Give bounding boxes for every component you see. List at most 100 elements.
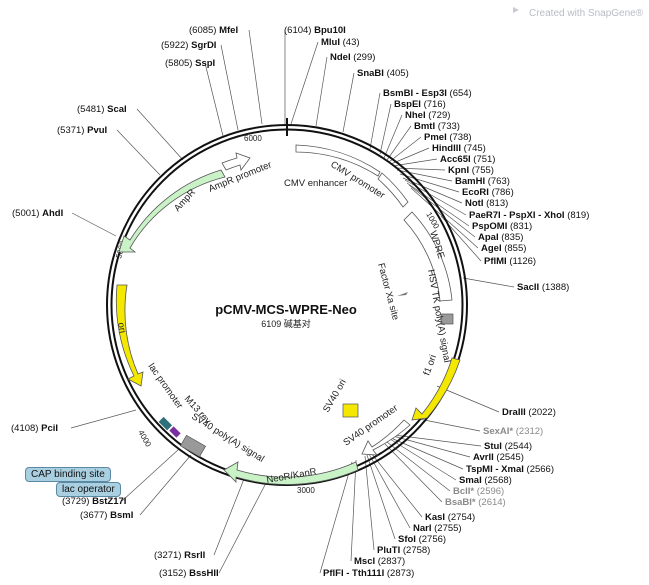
site-name: BclI* <box>453 486 474 497</box>
leader-line <box>436 385 500 413</box>
site-name: PflFI - Tth111I <box>323 568 384 579</box>
site-label-draiii: DraIII (2022) <box>502 407 556 418</box>
site-name: EcoRI <box>462 187 489 198</box>
leader-line <box>394 167 446 171</box>
site-position: (738) <box>447 132 472 143</box>
site-label-snabi: SnaBI (405) <box>357 68 409 79</box>
leader-line <box>392 435 471 458</box>
site-label-tspmi-xmai: TspMI - XmaI (2566) <box>466 464 554 475</box>
leader-line <box>71 212 117 237</box>
site-name: AvrII <box>473 452 494 463</box>
site-name: PflMI <box>484 256 507 267</box>
site-name: MfeI <box>219 25 238 36</box>
leader-line <box>388 136 422 163</box>
leader-line <box>350 459 357 562</box>
site-position: (5481) <box>77 104 107 115</box>
site-name: SexAI* <box>483 426 513 437</box>
site-label-sspi: (5805) SspI <box>165 58 215 69</box>
tick-1000: 1000 <box>424 211 441 231</box>
site-position: (2022) <box>526 407 556 418</box>
ori-arrow <box>115 284 144 387</box>
site-position: (2568) <box>482 475 512 486</box>
hsv-tk-box <box>440 313 454 325</box>
site-label-apai: ApaI (835) <box>478 232 523 243</box>
leader-line <box>218 482 267 574</box>
ampr-arrow <box>118 169 226 253</box>
cmv-enhancer-arrow <box>295 144 381 177</box>
cap-binding-site-badge: CAP binding site <box>25 467 111 482</box>
feature-label-factor-xa: Factor Xa site <box>375 262 401 321</box>
leader-line <box>315 56 328 127</box>
site-name: MluI <box>321 37 340 48</box>
site-name: ApaI <box>478 232 499 243</box>
site-name: HindIII <box>432 143 461 154</box>
site-position: (2544) <box>502 441 532 452</box>
site-label-acc65i: Acc65I (751) <box>440 154 495 165</box>
site-label-bsabi: BsaBI* (2614) <box>445 497 506 508</box>
site-position: (813) <box>483 198 508 209</box>
site-label-bcli: BclI* (2596) <box>453 486 504 497</box>
site-name: ScaI <box>107 104 127 115</box>
feature-label-ampr: AmpR <box>172 187 198 214</box>
site-name: StuI <box>484 441 502 452</box>
site-position: (2873) <box>384 568 414 579</box>
leader-line <box>462 277 515 288</box>
site-label-pspomi: PspOMI (831) <box>472 221 532 232</box>
site-name: TspMI - XmaI <box>466 464 524 475</box>
site-name: SfoI <box>398 534 416 545</box>
site-name: SacII <box>517 282 539 293</box>
leader-line <box>70 409 137 429</box>
site-name: BamHI <box>455 176 485 187</box>
plasmid-name: pCMV-MCS-WPRE-Neo <box>215 302 357 317</box>
leader-line <box>369 92 381 150</box>
site-label-ahdi: (5001) AhdI <box>12 208 63 219</box>
site-name: PmeI <box>424 132 447 143</box>
site-name: Bpu10I <box>314 25 346 36</box>
site-name: BssHII <box>189 568 219 579</box>
site-position: (654) <box>447 88 472 99</box>
site-name: KasI <box>425 512 445 523</box>
site-name: RsrII <box>184 550 205 561</box>
site-label-sgrdi: (5922) SgrDI <box>161 40 216 51</box>
site-position: (855) <box>502 243 527 254</box>
site-position: (1126) <box>507 256 536 267</box>
site-name: MscI <box>354 556 375 567</box>
site-position: (763) <box>485 176 510 187</box>
site-position: (2596) <box>474 486 504 497</box>
watermark-text: Created with SnapGene® <box>529 8 644 19</box>
site-position: (729) <box>426 110 451 121</box>
site-position: (1388) <box>539 282 569 293</box>
sv40-promoter-arrow <box>361 419 411 456</box>
site-label-bmti: BmtI (733) <box>414 121 460 132</box>
site-name: KpnI <box>448 165 469 176</box>
site-label-agei: AgeI (855) <box>481 243 526 254</box>
site-position: (2754) <box>445 512 475 523</box>
site-name: BsaBI* <box>445 497 476 508</box>
site-label-pvui: (5371) PvuI <box>57 125 107 136</box>
site-position: (733) <box>435 121 460 132</box>
factor-xa-marker <box>397 292 408 296</box>
site-position: (745) <box>461 143 486 154</box>
site-name: BsmBI - Esp3I <box>383 88 447 99</box>
site-position: (4108) <box>11 423 41 434</box>
site-label-pcii: (4108) PciI <box>11 423 58 434</box>
leader-line <box>396 169 453 182</box>
ampr-promoter-arrow <box>221 152 251 171</box>
site-position: (751) <box>471 154 496 165</box>
site-label-mlui: MluI (43) <box>321 37 360 48</box>
site-label-scai: (5481) ScaI <box>77 104 127 115</box>
site-position: (2566) <box>524 464 554 475</box>
site-position: (3677) <box>80 510 110 521</box>
site-position: (5001) <box>12 208 42 219</box>
site-name: SspI <box>195 58 215 69</box>
site-label-nari: NarI (2755) <box>413 523 462 534</box>
site-position: (755) <box>469 165 494 176</box>
site-name: NheI <box>405 110 426 121</box>
site-label-bsshii: (3152) BssHII <box>159 568 219 579</box>
leader-line <box>116 129 161 176</box>
m13-rev-box <box>169 426 181 438</box>
site-label-noti: NotI (813) <box>465 198 508 209</box>
site-label-hindiii: HindIII (745) <box>432 143 486 154</box>
